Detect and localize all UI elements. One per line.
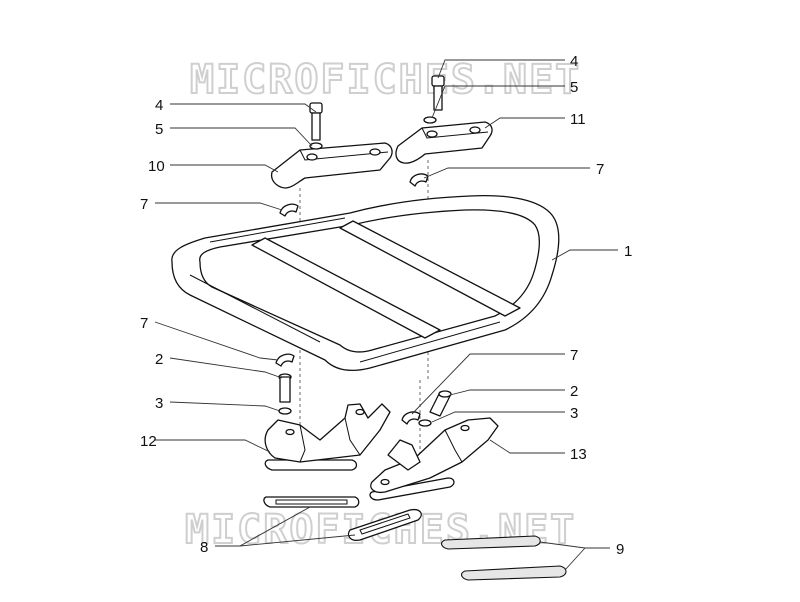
callout-12: 12 [140,433,157,450]
callout-11: 11 [570,111,586,128]
callout-13: 13 [570,446,587,463]
callout-3-left: 3 [155,395,163,412]
bolt-4-left [309,102,323,141]
clips-7 [275,173,429,425]
washer-5-right [423,116,437,124]
callout-4-left: 4 [155,97,163,114]
gaskets-8 [263,496,422,541]
callout-7-upper-left: 7 [140,196,148,213]
callout-9: 9 [616,541,624,558]
pin-2-left [278,373,292,403]
left-bracket-12 [264,403,391,471]
pin-2-right [429,390,452,417]
washer-3-right [418,419,432,427]
right-bracket-13 [369,417,499,501]
rack-frame [171,194,560,371]
callout-10: 10 [148,158,165,175]
callout-8: 8 [200,539,208,556]
callout-1: 1 [624,243,632,260]
callout-5-left: 5 [155,121,163,138]
callout-4-right: 4 [570,53,578,70]
washer-3-left [278,407,292,415]
callout-2-right: 2 [570,383,578,400]
bolt-4-right [431,75,445,111]
callout-numbers: 4 5 10 7 4 5 11 7 1 7 2 3 12 7 2 3 13 8 … [140,53,632,558]
pads-9 [441,535,567,581]
right-cap-11 [395,121,493,164]
left-cap-10 [270,142,393,189]
leader-lines [154,59,618,571]
callout-5-right: 5 [570,79,578,96]
callout-7-upper-right: 7 [596,161,604,178]
callout-7-lower-right: 7 [570,347,578,364]
callout-3-right: 3 [570,405,578,422]
callout-7-lower-left: 7 [140,315,148,332]
washer-5-left [309,142,323,150]
callout-2-left: 2 [155,351,163,368]
watermark-top: MICROFICHES.NET [190,57,581,103]
